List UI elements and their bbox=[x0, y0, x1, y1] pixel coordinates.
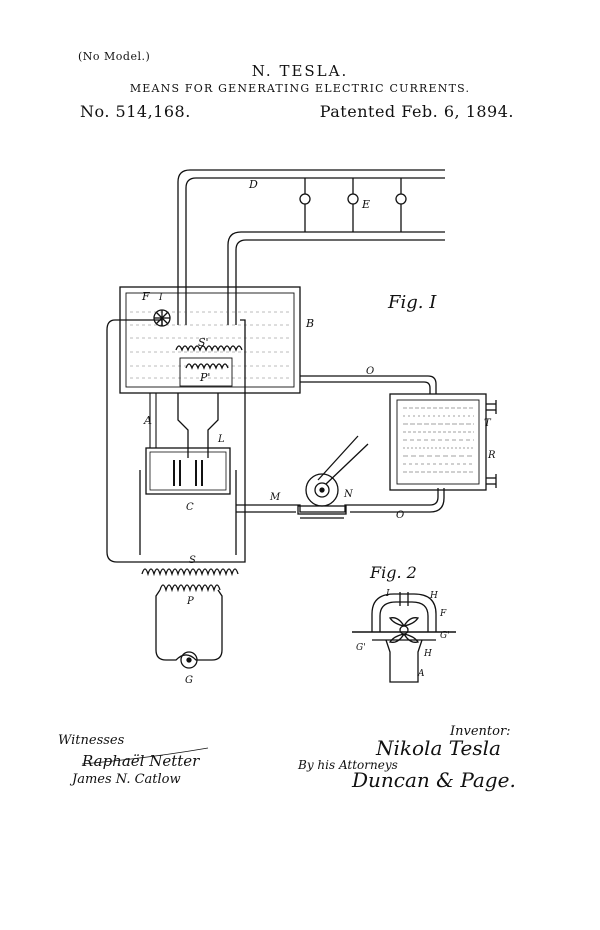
tank-b bbox=[119, 286, 301, 394]
tank-b-inner bbox=[125, 292, 295, 388]
ref-p-prime: P' bbox=[199, 371, 210, 384]
figure-2-label: Fig. 2 bbox=[369, 563, 417, 582]
inventor-name-heading: N. TESLA. bbox=[251, 62, 349, 80]
ref-i: I bbox=[158, 293, 163, 303]
fig2-ref-h-top: H bbox=[429, 591, 438, 601]
no-model-note: (No Model.) bbox=[78, 50, 151, 63]
ref-r: R bbox=[487, 450, 496, 461]
patent-number: No. 514,168. bbox=[80, 102, 191, 121]
outer-loop bbox=[106, 319, 246, 563]
ref-c-mid: C bbox=[186, 502, 194, 513]
conductor-lower-inner bbox=[235, 239, 445, 325]
ref-s: S bbox=[189, 555, 196, 566]
fig2-ref-f: F bbox=[439, 609, 447, 619]
witnesses-label: Witnesses bbox=[58, 733, 125, 748]
figure-2: Fig. 2 I H F G' G' H A bbox=[352, 563, 456, 683]
conductor-lower bbox=[227, 231, 445, 325]
ref-a: A bbox=[143, 414, 152, 427]
ref-t: T bbox=[484, 418, 492, 429]
conductor-d bbox=[177, 169, 445, 325]
ref-f: F bbox=[141, 290, 150, 303]
ref-o-lower: O bbox=[396, 510, 404, 521]
fig2-ref-h-bottom: H bbox=[423, 649, 432, 659]
figure-1: D E B F I S' P' O T R A L C M N O S P G … bbox=[106, 169, 497, 686]
attorneys-label: By his Attorneys bbox=[298, 758, 398, 772]
ref-g: G bbox=[185, 675, 193, 686]
motor-n bbox=[297, 435, 369, 519]
coil-p-prime bbox=[185, 363, 229, 370]
inventor-signature: Nikola Tesla bbox=[376, 736, 501, 760]
conductor-a bbox=[177, 393, 189, 458]
patent-title: MEANS FOR GENERATING ELECTRIC CURRENTS. bbox=[129, 82, 471, 95]
witness-signature-2: James N. Catlow bbox=[72, 772, 181, 787]
witness-signature-1: Raphaël Netter bbox=[82, 752, 200, 770]
condenser-plates bbox=[173, 460, 203, 486]
figure-1-label: Fig. I bbox=[387, 292, 437, 313]
ref-o-upper: O bbox=[366, 366, 374, 377]
oil-level-hatching bbox=[130, 311, 290, 379]
attorney-signature: Duncan & Page. bbox=[352, 768, 516, 792]
lamps-e bbox=[299, 178, 407, 232]
inventor-label: Inventor: bbox=[450, 724, 511, 739]
conductor-a2 bbox=[207, 393, 219, 458]
generator-g bbox=[180, 651, 198, 669]
coil-p bbox=[159, 584, 221, 593]
primary-loop bbox=[155, 589, 223, 661]
condenser-l bbox=[145, 447, 231, 495]
cooler-coils bbox=[403, 407, 474, 473]
pipe-o-upper bbox=[300, 375, 437, 394]
fig2-fan bbox=[388, 617, 420, 643]
patent-date: Patented Feb. 6, 1894. bbox=[319, 102, 514, 121]
ref-b: B bbox=[305, 317, 314, 330]
fig2-ref-g1-right: G' bbox=[440, 631, 450, 641]
fig2-housing bbox=[371, 593, 437, 632]
conductor-d-inner bbox=[185, 177, 445, 325]
fig2-neck bbox=[385, 639, 423, 683]
ref-p: P bbox=[186, 596, 194, 607]
fig2-ref-g1-left: G' bbox=[356, 643, 366, 653]
ref-m: M bbox=[269, 492, 281, 503]
ref-s-prime: S' bbox=[198, 336, 209, 349]
fig2-ref-i: I bbox=[385, 589, 390, 599]
coil-s bbox=[141, 568, 239, 577]
witness-underline bbox=[81, 747, 209, 765]
cooler-t bbox=[389, 393, 487, 491]
ref-n: N bbox=[343, 489, 354, 500]
ref-e: E bbox=[361, 198, 370, 211]
ref-d: D bbox=[248, 178, 258, 191]
fig2-ref-a: A bbox=[417, 669, 425, 679]
ref-l: L bbox=[217, 434, 225, 445]
conductor-m bbox=[236, 488, 439, 513]
coil-s-prime bbox=[175, 345, 243, 352]
